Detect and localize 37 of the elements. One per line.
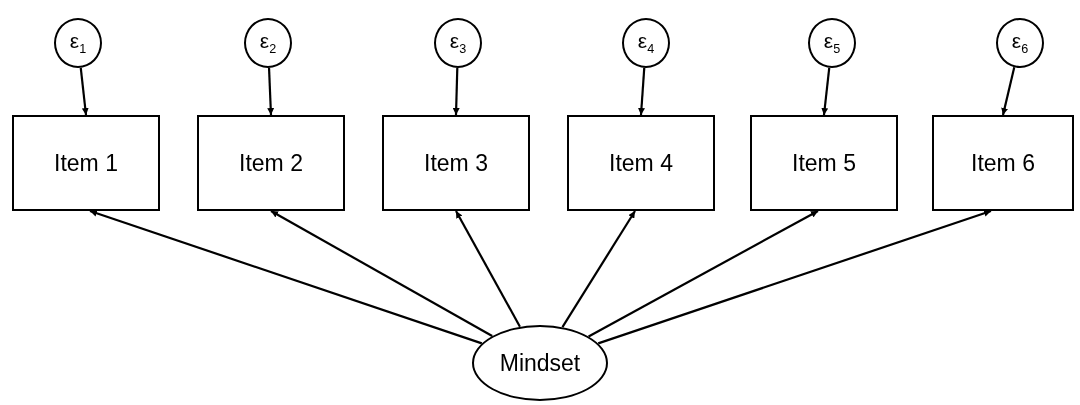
item-box xyxy=(382,115,530,211)
arrow xyxy=(89,209,483,345)
node-label: Item 4 xyxy=(609,149,673,177)
error-term-label: ε$_{1}$ xyxy=(69,29,87,57)
arrow xyxy=(270,210,493,337)
item-box xyxy=(12,115,160,211)
error-term-circle xyxy=(54,18,102,68)
arrow xyxy=(588,210,819,338)
node-label: Item 6 xyxy=(971,149,1035,177)
error-term-circle xyxy=(622,18,670,68)
node-label: Item 2 xyxy=(239,149,303,177)
arrow xyxy=(1001,67,1016,116)
arrow xyxy=(821,67,831,116)
error-term-label: ε$_{5}$ xyxy=(823,29,841,57)
error-term-circle xyxy=(244,18,292,68)
item-box xyxy=(567,115,715,211)
arrow xyxy=(79,67,89,116)
item-box xyxy=(750,115,898,211)
arrow xyxy=(561,210,636,328)
error-term-label: ε$_{6}$ xyxy=(1011,29,1029,57)
arrow xyxy=(638,67,646,116)
error-term-label: ε$_{4}$ xyxy=(637,29,655,57)
node-label: Item 5 xyxy=(792,149,856,177)
error-term-circle xyxy=(808,18,856,68)
error-term-circle xyxy=(996,18,1044,68)
error-term-label: ε$_{3}$ xyxy=(449,29,467,57)
node-label: Item 3 xyxy=(424,149,488,177)
arrow xyxy=(597,209,992,345)
arrow xyxy=(452,67,460,116)
node-label: Item 1 xyxy=(54,149,118,177)
error-term-circle xyxy=(434,18,482,68)
item-box xyxy=(197,115,345,211)
error-term-label: ε$_{2}$ xyxy=(259,29,277,57)
arrow xyxy=(267,67,275,116)
arrow xyxy=(455,210,521,328)
node-label: Mindset xyxy=(499,349,581,377)
item-box xyxy=(932,115,1074,211)
